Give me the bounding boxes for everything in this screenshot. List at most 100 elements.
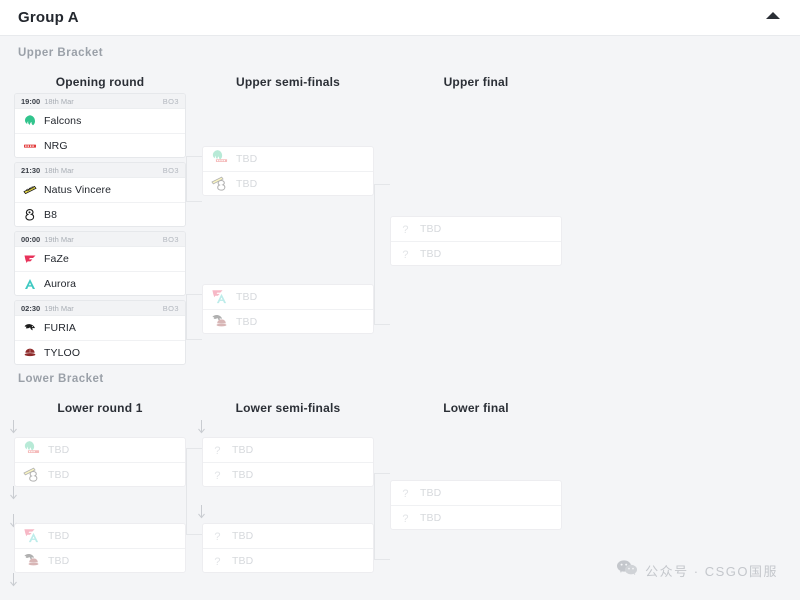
team-row[interactable]: ? TBD xyxy=(203,462,373,486)
team-row[interactable]: TYLOO xyxy=(15,340,185,364)
team-row[interactable]: ? TBD xyxy=(203,548,373,572)
lower-bracket-label: Lower Bracket xyxy=(18,373,104,385)
team-name: TBD xyxy=(236,153,258,165)
drop-arrow-icon xyxy=(9,573,18,589)
team-logo-stack xyxy=(23,441,41,458)
team-row[interactable]: FURIA xyxy=(15,316,185,340)
team-name: B8 xyxy=(44,208,58,221)
drop-arrow-icon xyxy=(9,420,18,436)
match-date: 19th Mar xyxy=(44,234,74,244)
watermark-text: 公众号 · CSGO国服 xyxy=(645,564,778,579)
team-row[interactable]: TBD xyxy=(15,548,185,572)
team-row[interactable]: TBD xyxy=(15,524,185,548)
team-name: TBD xyxy=(420,511,442,524)
connector xyxy=(374,184,390,185)
connector xyxy=(186,156,187,201)
chevron-up-icon[interactable] xyxy=(766,12,780,19)
team-row[interactable]: ? TBD xyxy=(391,241,561,265)
match-header: 19:00 18th Mar BO3 xyxy=(15,94,185,109)
match-card[interactable]: 00:00 19th Mar BO3 FaZe Aurora xyxy=(14,231,186,296)
round-label-lower-final: Lower final xyxy=(443,401,509,415)
svg-text:?: ? xyxy=(402,488,408,500)
team-name: Falcons xyxy=(44,115,82,127)
team-row[interactable]: NRG xyxy=(15,133,185,157)
team-name: TBD xyxy=(48,468,70,481)
svg-text:?: ? xyxy=(214,556,220,568)
team-row[interactable]: TBD xyxy=(15,438,185,462)
furia-logo xyxy=(23,321,37,335)
match-card[interactable]: TBD TBD xyxy=(14,523,186,573)
team-row[interactable]: TBD xyxy=(203,309,373,333)
team-row[interactable]: TBD xyxy=(203,285,373,309)
svg-text:?: ? xyxy=(402,249,408,261)
team-logo-stack xyxy=(211,150,229,167)
svg-text:?: ? xyxy=(214,445,220,457)
match-format: BO3 xyxy=(162,234,179,244)
team-row[interactable]: ? TBD xyxy=(203,524,373,548)
team-row[interactable]: TBD xyxy=(203,171,373,195)
match-card[interactable]: ? TBD ? TBD xyxy=(202,523,374,573)
match-card[interactable]: 21:30 18th Mar BO3 NAVI Natus Vincere B8 xyxy=(14,162,186,227)
match-format: BO3 xyxy=(162,96,179,106)
match-card[interactable]: TBD TBD xyxy=(202,284,374,334)
match-time: 21:30 xyxy=(21,165,41,175)
match-time: 02:30 xyxy=(21,303,41,313)
team-name: TBD xyxy=(232,468,254,481)
connector xyxy=(374,559,390,560)
match-date: 18th Mar xyxy=(44,165,74,175)
team-row[interactable]: ? TBD xyxy=(391,481,561,505)
match-card[interactable]: 02:30 19th Mar BO3 FURIA TYLOO xyxy=(14,300,186,365)
match-card[interactable]: ? TBD ? TBD xyxy=(390,216,562,266)
team-name: Aurora xyxy=(44,277,77,290)
team-row[interactable]: ? TBD xyxy=(391,217,561,241)
connector xyxy=(186,156,202,157)
team-row[interactable]: TBD xyxy=(15,462,185,486)
navi-logo: NAVI xyxy=(23,183,37,197)
match-header: 00:00 19th Mar BO3 xyxy=(15,232,185,247)
team-name: TYLOO xyxy=(44,346,81,359)
connector xyxy=(186,448,202,449)
team-name: TBD xyxy=(48,554,70,567)
round-label-upper-semis: Upper semi-finals xyxy=(235,75,341,89)
team-row[interactable]: Falcons xyxy=(15,109,185,133)
team-name: TBD xyxy=(232,444,254,456)
team-name: TBD xyxy=(236,177,258,190)
team-row[interactable]: ? TBD xyxy=(391,505,561,529)
team-row[interactable]: TBD xyxy=(203,147,373,171)
connector xyxy=(186,294,202,295)
team-row[interactable]: B8 xyxy=(15,202,185,226)
bracket-canvas: Upper Bracket Lower Bracket Opening roun… xyxy=(0,36,800,600)
group-header: Group A xyxy=(0,0,800,36)
team-logo-stack xyxy=(211,289,229,305)
team-logo-stack xyxy=(211,314,229,330)
team-row[interactable]: ? TBD xyxy=(203,438,373,462)
match-card[interactable]: 19:00 18th Mar BO3 Falcons NRG xyxy=(14,93,186,158)
team-row[interactable]: Aurora xyxy=(15,271,185,295)
drop-arrow-icon xyxy=(197,505,206,521)
match-time: 19:00 xyxy=(21,96,41,106)
match-time: 00:00 xyxy=(21,234,41,244)
team-row[interactable]: FaZe xyxy=(15,247,185,271)
wechat-icon xyxy=(616,559,638,582)
team-name: TBD xyxy=(48,530,70,542)
connector xyxy=(374,473,390,474)
match-card[interactable]: ? TBD ? TBD xyxy=(390,480,562,530)
match-card[interactable]: ? TBD ? TBD xyxy=(202,437,374,487)
match-card[interactable]: TBD TBD xyxy=(14,437,186,487)
team-row[interactable]: NAVI Natus Vincere xyxy=(15,178,185,202)
match-card[interactable]: TBD TBD xyxy=(202,146,374,196)
team-name: TBD xyxy=(420,223,442,235)
svg-text:?: ? xyxy=(402,513,408,525)
question-mark-icon: ? xyxy=(399,486,413,500)
connector xyxy=(186,534,202,535)
team-name: TBD xyxy=(48,444,70,456)
watermark: 公众号 · CSGO国服 xyxy=(616,559,778,582)
drop-arrow-icon xyxy=(9,486,18,502)
question-mark-icon: ? xyxy=(211,554,225,568)
team-name: FaZe xyxy=(44,253,69,265)
connector xyxy=(374,324,390,325)
team-logo-stack xyxy=(23,528,41,544)
team-logo-stack xyxy=(23,553,41,569)
round-label-opening: Opening round xyxy=(55,75,145,89)
svg-text:?: ? xyxy=(402,224,408,236)
